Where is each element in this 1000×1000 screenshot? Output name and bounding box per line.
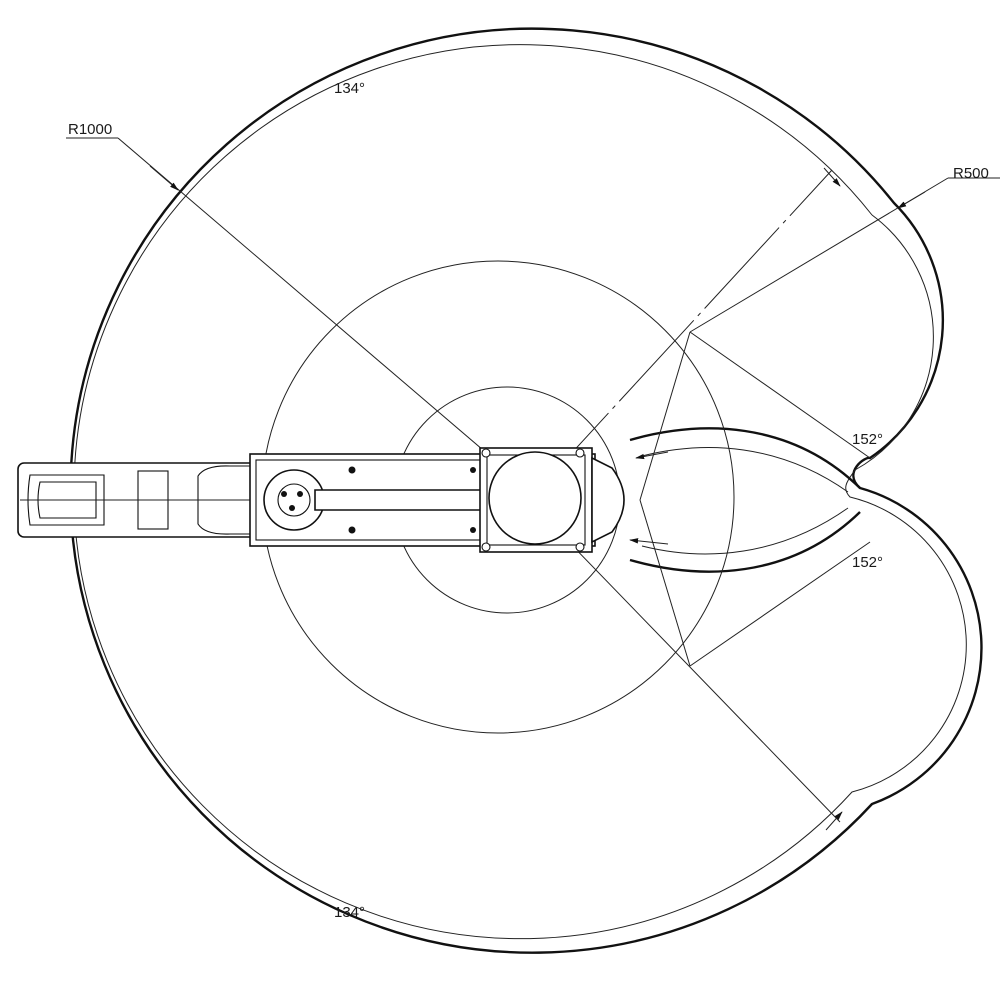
label-angle-upper: 134° bbox=[334, 80, 365, 97]
arm1-bolt-1 bbox=[348, 466, 356, 474]
envelope-outer-boundary bbox=[69, 27, 983, 954]
r1000-radius-line bbox=[117, 137, 539, 498]
base-rotation-housing bbox=[488, 451, 582, 545]
arm1-bolt-3 bbox=[470, 467, 476, 473]
base-bolt-3 bbox=[481, 542, 491, 552]
lower-boundary-line bbox=[533, 505, 841, 823]
lower-elbow-line-1 bbox=[639, 499, 691, 667]
elbow-joint-cap bbox=[277, 483, 311, 517]
upper-elbow-line-2 bbox=[689, 331, 871, 459]
base-bolt-1 bbox=[481, 448, 491, 458]
envelope-base-lobe-inner bbox=[641, 447, 849, 555]
elbow-joint-pin-2 bbox=[297, 491, 303, 497]
base-bolt-2 bbox=[575, 448, 585, 458]
r500-arrow bbox=[897, 191, 926, 209]
elbow-joint-pin-1 bbox=[281, 491, 287, 497]
arm1-bolt-2 bbox=[348, 526, 356, 534]
elbow-joint-pin-3 bbox=[289, 505, 295, 511]
label-angle-lower: 134° bbox=[334, 904, 365, 921]
base-bolt-4 bbox=[575, 542, 585, 552]
envelope-inner-boundary bbox=[73, 44, 967, 940]
label-r1000: R1000 bbox=[68, 121, 112, 138]
label-angle-right-lower: 152° bbox=[852, 554, 883, 571]
envelope-base-lobe bbox=[629, 427, 861, 573]
lower-elbow-line-2 bbox=[689, 541, 871, 667]
label-angle-right-upper: 152° bbox=[852, 431, 883, 448]
arm1-bolt-4 bbox=[470, 527, 476, 533]
work-envelope bbox=[69, 27, 983, 954]
lower-limit-arrow bbox=[825, 811, 843, 831]
base-arrow-lower bbox=[629, 538, 669, 545]
r1000-arrow bbox=[149, 165, 179, 191]
robot-arm bbox=[17, 447, 625, 553]
dimension-lines bbox=[66, 137, 1000, 831]
upper-boundary-line bbox=[533, 169, 833, 495]
upper-limit-arrow bbox=[823, 167, 841, 187]
label-r500: R500 bbox=[953, 165, 989, 182]
upper-elbow-line-1 bbox=[639, 331, 691, 501]
base-rear-cover bbox=[591, 456, 625, 544]
base-arrow-upper bbox=[635, 451, 669, 460]
